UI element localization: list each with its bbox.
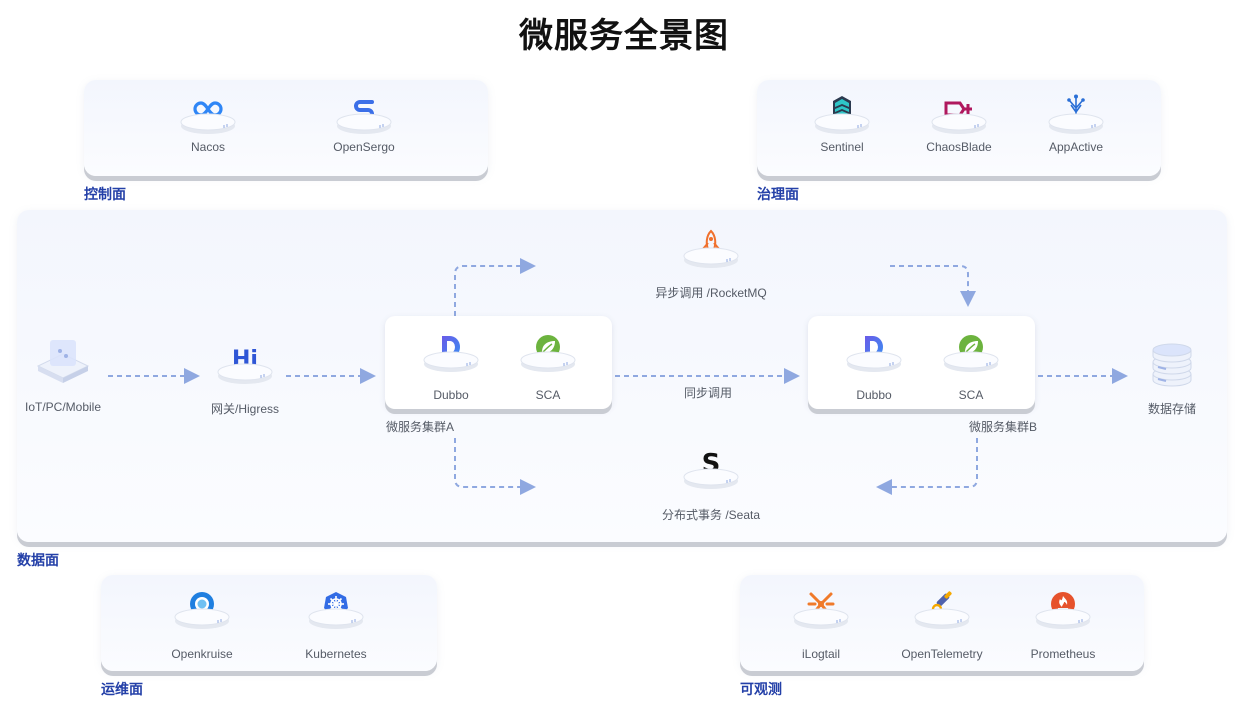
ops-plane-panel bbox=[101, 575, 437, 671]
pedestal bbox=[520, 351, 576, 372]
cluster-b-sca-label: SCA bbox=[958, 388, 984, 402]
cluster-b-sca-node[interactable]: SCA bbox=[916, 326, 1026, 406]
sentinel-node[interactable]: Sentinel bbox=[787, 88, 897, 168]
ilogtail-node[interactable]: iLogtail bbox=[766, 583, 876, 663]
gateway-node[interactable]: Hi 网关/Higress bbox=[190, 338, 300, 418]
opensergo-label: OpenSergo bbox=[333, 140, 395, 154]
data-plane-label: 数据面 bbox=[17, 553, 59, 569]
storage-label: 数据存储 bbox=[1147, 402, 1196, 416]
kubernetes-node[interactable]: Kubernetes bbox=[281, 583, 391, 663]
cluster-b-dubbo-node[interactable]: Dubbo bbox=[819, 326, 929, 406]
nacos-node[interactable]: Nacos bbox=[153, 88, 263, 168]
governance-plane-label: 治理面 bbox=[757, 187, 799, 203]
client-devices-node[interactable]: IoT/PC/Mobile bbox=[8, 340, 118, 420]
rocketmq-label: 异步调用 /RocketMQ bbox=[655, 286, 767, 300]
chaosblade-icon bbox=[938, 88, 980, 130]
pedestal bbox=[1035, 608, 1091, 629]
appactive-label: AppActive bbox=[1048, 140, 1104, 154]
cluster-a-dubbo-label: Dubbo bbox=[433, 388, 469, 402]
cluster-a-sca-label: SCA bbox=[535, 388, 561, 402]
prometheus-node[interactable]: Prometheus bbox=[1008, 583, 1118, 663]
ilogtail-label: iLogtail bbox=[801, 647, 841, 661]
appactive-node[interactable]: AppActive bbox=[1021, 88, 1131, 168]
pedestal bbox=[180, 113, 236, 134]
rocketmq-node[interactable]: 异步调用 /RocketMQ bbox=[655, 222, 767, 302]
gateway-label: 网关/Higress bbox=[210, 402, 279, 416]
chaosblade-node[interactable]: ChaosBlade bbox=[904, 88, 1014, 168]
pedestal bbox=[793, 608, 849, 629]
ops-plane-label: 运维面 bbox=[101, 682, 143, 698]
cluster-a-dubbo-node[interactable]: Dubbo bbox=[396, 326, 506, 406]
prometheus-label: Prometheus bbox=[1030, 647, 1096, 661]
page-title: 微服务全景图 bbox=[519, 16, 729, 56]
seata-node[interactable]: S 分布式事务 /Seata bbox=[656, 443, 766, 523]
pedestal bbox=[931, 113, 987, 134]
pedestal bbox=[846, 351, 902, 372]
cluster-b-label: 微服务集群B bbox=[969, 420, 1038, 434]
pedestal bbox=[217, 363, 273, 384]
cluster-b-dubbo-label: Dubbo bbox=[856, 388, 892, 402]
pedestal bbox=[814, 113, 870, 134]
pedestal bbox=[683, 247, 739, 268]
pedestal bbox=[308, 608, 364, 629]
control-plane-label: 控制面 bbox=[84, 187, 126, 203]
pedestal bbox=[914, 608, 970, 629]
kubernetes-label: Kubernetes bbox=[305, 647, 367, 661]
cluster-a-sca-node[interactable]: SCA bbox=[493, 326, 603, 406]
pedestal bbox=[336, 113, 392, 134]
pedestal bbox=[943, 351, 999, 372]
observability-plane-label: 可观测 bbox=[740, 682, 782, 698]
opentelemetry-label: OpenTelemetry bbox=[901, 647, 983, 661]
opensergo-node[interactable]: OpenSergo bbox=[309, 88, 419, 168]
database-icon bbox=[1148, 340, 1196, 388]
devices-cube-icon bbox=[34, 336, 92, 386]
openkruise-label: Openkruise bbox=[171, 647, 233, 661]
sentinel-label: Sentinel bbox=[820, 140, 864, 154]
seata-label: 分布式事务 /Seata bbox=[661, 508, 761, 522]
sync-call-label: 同步调用 bbox=[684, 386, 733, 400]
pedestal bbox=[1048, 113, 1104, 134]
openkruise-node[interactable]: Openkruise bbox=[147, 583, 257, 663]
nacos-label: Nacos bbox=[190, 140, 225, 154]
storage-node[interactable]: 数据存储 bbox=[1117, 340, 1227, 420]
pedestal bbox=[423, 351, 479, 372]
client-label: IoT/PC/Mobile bbox=[24, 400, 102, 414]
cluster-a-label: 微服务集群A bbox=[386, 420, 455, 434]
pedestal bbox=[683, 468, 739, 489]
opentelemetry-node[interactable]: OpenTelemetry bbox=[887, 583, 997, 663]
chaosblade-label: ChaosBlade bbox=[926, 140, 992, 154]
control-plane-panel bbox=[84, 80, 488, 176]
pedestal bbox=[174, 608, 230, 629]
